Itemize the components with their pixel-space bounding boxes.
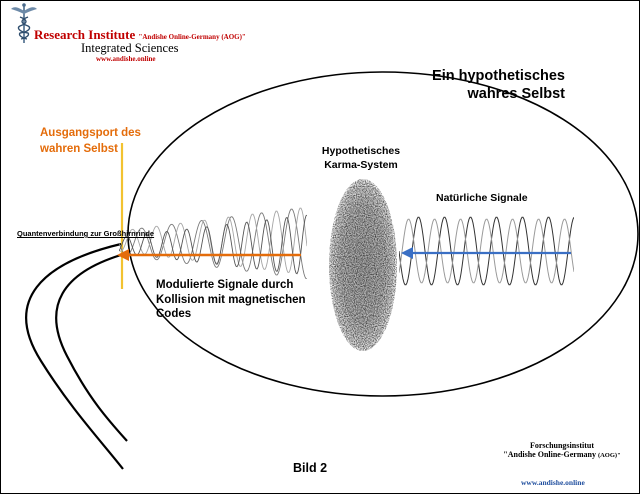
quantum-connection-label-text: Quantenverbindung zur Großhirnrinde <box>17 229 155 238</box>
natural-signals-waves <box>399 216 574 286</box>
modulated-signals-label: Modulierte Signale durch Kollision mit m… <box>156 279 306 320</box>
karma-system-label: Hypothetisches Karma-System <box>321 145 401 171</box>
caduceus-icon <box>11 3 37 43</box>
quantum-connection-line-inner <box>55 253 128 442</box>
footer-institute-line2-main: "Andishe Online-Germany <box>503 450 596 459</box>
institute-title: Research Institute "Andishe Online-Germa… <box>34 27 246 43</box>
natural-signals-label: Natürliche Signale <box>436 192 528 204</box>
institute-subtitle: Integrated Sciences <box>81 41 179 55</box>
footer-url: www.andishe.online <box>521 478 585 487</box>
footer-institute-line1: Forschungsinstitut <box>529 441 594 450</box>
footer-institute-line2: "Andishe Online-Germany (AOG)" <box>487 450 637 460</box>
true-self-ellipse <box>127 71 639 397</box>
institute-url: www.andishe.online <box>96 55 156 63</box>
footer-institute: Forschungsinstitut "Andishe Online-Germa… <box>487 441 637 460</box>
modulated-signal-arrow <box>117 249 301 261</box>
figure-caption: Bild 2 <box>293 461 328 475</box>
quantum-connection-line-outer <box>25 242 124 470</box>
modulated-signals-waves <box>119 207 307 279</box>
true-self-title: Ein hypothetisches wahres Selbst <box>432 68 565 102</box>
quantum-connection-label: Quantenverbindung zur Großhirnrinde <box>17 229 154 239</box>
karma-system-blob <box>329 179 397 351</box>
natural-signal-arrow <box>401 247 571 259</box>
footer-institute-line2-suffix: (AOG)" <box>597 452 621 459</box>
institute-title-suffix: "Andishe Online-Germany (AOG)" <box>138 33 246 41</box>
institute-title-main: Research Institute <box>34 27 136 42</box>
exit-port-label: Ausgangsport des wahren Selbst <box>40 127 141 155</box>
